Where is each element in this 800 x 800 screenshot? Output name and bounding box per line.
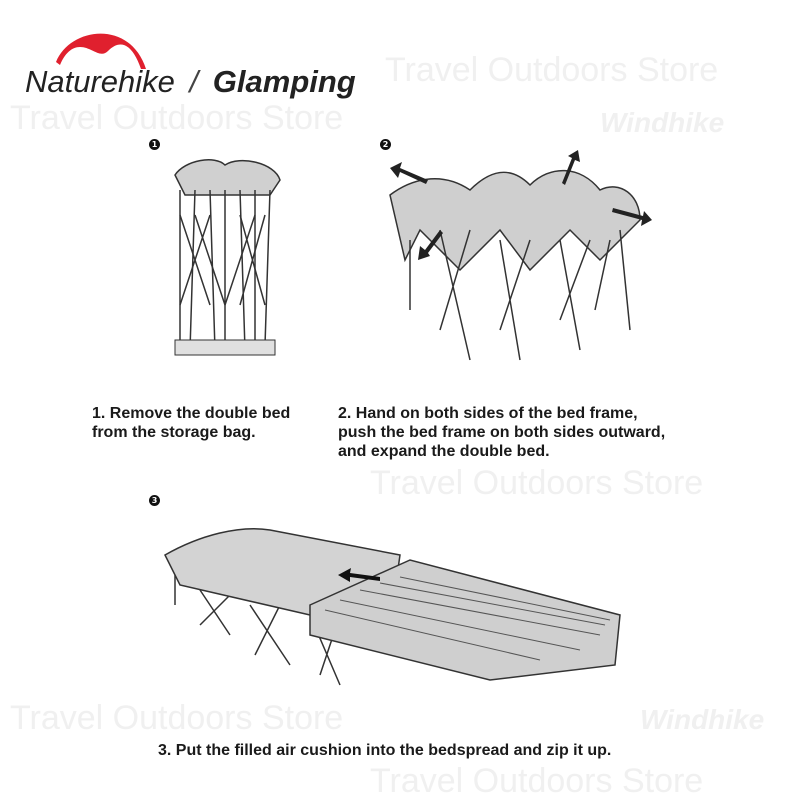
caption-line: 1. Remove the double bed xyxy=(92,405,291,422)
expanding-bed-illustration xyxy=(389,150,652,361)
step-2-caption: 2. Hand on both sides of the bed frame, … xyxy=(338,404,665,461)
step-number: 1 xyxy=(149,139,160,150)
brand-logo: Naturehike / Glamping xyxy=(25,64,356,100)
step-1-caption: 1. Remove the double bed from the storag… xyxy=(92,404,290,442)
air-cushion-bed-illustration xyxy=(164,527,621,686)
step-number: 3 xyxy=(149,495,160,506)
watermark: Travel Outdoors Store xyxy=(370,464,704,502)
brand-separator: / xyxy=(189,64,199,99)
watermark: Windhike xyxy=(600,107,725,138)
folded-bed-illustration xyxy=(174,159,281,356)
logo-arc-icon xyxy=(56,33,146,69)
step-number: 2 xyxy=(380,139,391,150)
caption-line: push the bed frame on both sides outward… xyxy=(338,424,666,441)
watermark: Travel Outdoors Store xyxy=(10,99,344,137)
caption-line: from the storage bag. xyxy=(92,424,256,441)
watermark: Windhike xyxy=(640,704,765,735)
step-3-caption: 3. Put the filled air cushion into the b… xyxy=(158,742,612,759)
caption-line: and expand the double bed. xyxy=(338,443,550,460)
watermark: Travel Outdoors Store xyxy=(370,762,704,800)
watermark: Travel Outdoors Store xyxy=(10,699,344,737)
caption-line: 2. Hand on both sides of the bed frame, xyxy=(338,405,638,422)
watermark: Travel Outdoors Store xyxy=(385,51,719,89)
product-line: Glamping xyxy=(212,64,356,99)
brand-name: Naturehike xyxy=(25,64,175,99)
